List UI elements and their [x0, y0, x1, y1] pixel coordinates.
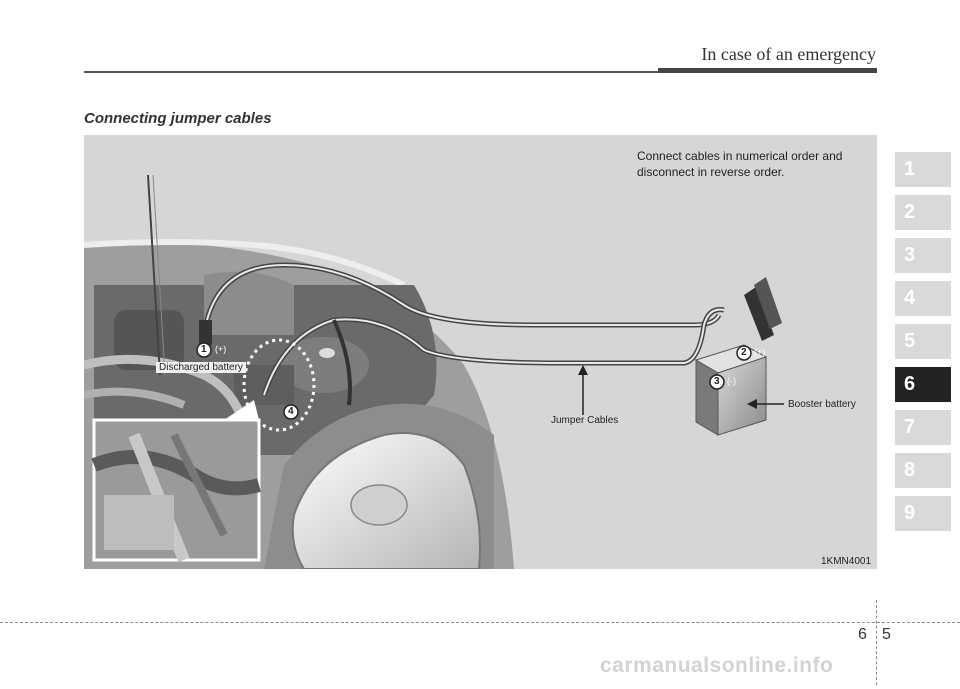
- discharged-battery-label: Discharged battery: [156, 362, 246, 373]
- marker-1-number: 1: [201, 344, 207, 355]
- chapter-tab-1[interactable]: 1: [895, 152, 951, 187]
- chapter-tab-5[interactable]: 5: [895, 324, 951, 359]
- footer-divider: [876, 600, 877, 685]
- marker-3-number: 3: [714, 376, 720, 387]
- page-header-title: In case of an emergency: [701, 44, 876, 64]
- instruction-text: Connect cables in numerical order and di…: [637, 149, 843, 179]
- chapter-tab-8[interactable]: 8: [895, 453, 951, 488]
- section-title: Connecting jumper cables: [84, 110, 272, 127]
- jumper-cable-illustration: Connect cables in numerical order and di…: [84, 135, 877, 569]
- hood-edge: [84, 239, 406, 288]
- jumper-cables-label: Jumper Cables: [551, 415, 619, 426]
- chapter-tab-7[interactable]: 7: [895, 410, 951, 445]
- footer-chapter-number: 6: [858, 626, 867, 643]
- marker-2-number: 2: [741, 347, 747, 358]
- chapter-index: 1 2 3 4 5 6 7 8 9: [895, 152, 951, 539]
- marker-1-sign: (+): [215, 344, 227, 354]
- chapter-tab-6[interactable]: 6: [895, 367, 951, 402]
- header-rule-accent: [658, 68, 877, 73]
- watermark: carmanualsonline.info: [600, 654, 834, 677]
- footer-rule: [0, 622, 960, 623]
- engine-bay-drawing: [84, 174, 784, 569]
- footer-page-number: 5: [882, 626, 891, 643]
- booster-battery-label: Booster battery: [788, 399, 856, 410]
- chapter-tab-2[interactable]: 2: [895, 195, 951, 230]
- marker-3-sign: (-): [727, 376, 736, 386]
- chapter-tab-4[interactable]: 4: [895, 281, 951, 316]
- marker-2-sign: (+): [754, 347, 766, 357]
- inset-detail-photo: [91, 400, 261, 563]
- booster-battery: [694, 344, 768, 436]
- figure-code: 1KMN4001: [821, 556, 872, 567]
- chapter-tab-9[interactable]: 9: [895, 496, 951, 531]
- header-rule: [84, 71, 660, 73]
- marker-4-number: 4: [288, 406, 294, 417]
- chapter-tab-3[interactable]: 3: [895, 238, 951, 273]
